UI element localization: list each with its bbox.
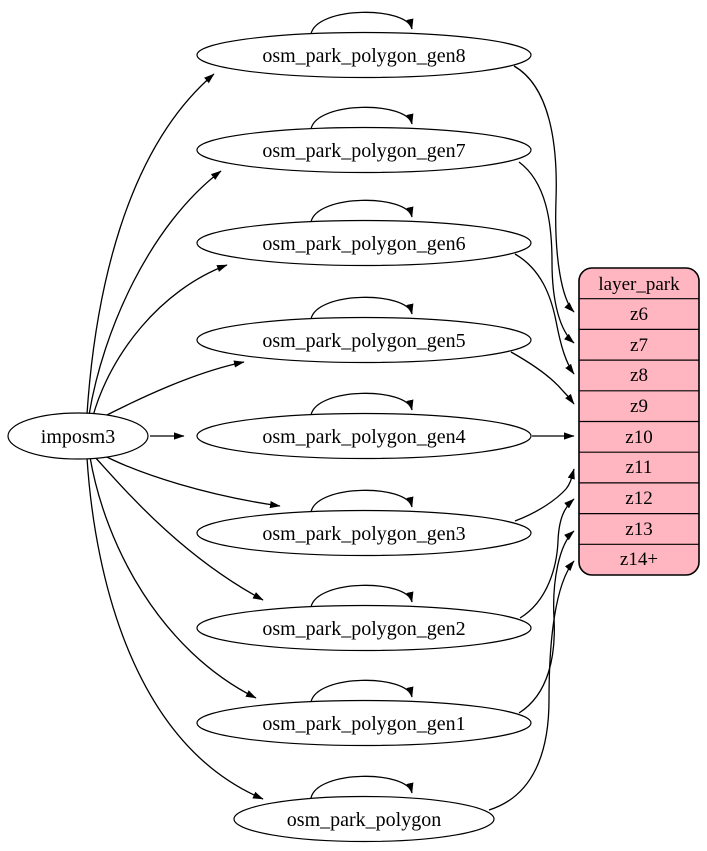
gen4-label: osm_park_polygon_gen4 [262,426,465,448]
edge-imposm3-to-gen7 [88,170,222,416]
edge-gen8-to-z6 [513,65,575,313]
self-loop-gen7 [310,106,414,130]
layer-row-label-z9: z9 [630,396,648,417]
edge-imposm3-to-gen3 [98,452,281,509]
edges-to-layer-rows [488,65,575,811]
gen4-ellipse [196,412,532,460]
self-loop-gen6 [310,199,414,223]
gen8-ellipse [196,31,532,79]
self-loop-edges [310,11,414,799]
edges-imposm3-fan [86,73,281,800]
self-loop-gen8 [310,11,414,35]
node-osm-park-polygon-gen1: osm_park_polygon_gen1 [196,699,532,747]
gen7-ellipse [196,126,532,174]
edge-gen5-to-z9 [510,351,575,405]
node-osm-park-polygon-gen2: osm_park_polygon_gen2 [196,604,532,652]
layer-row-label-z12: z12 [625,488,652,509]
self-loop-gen2 [310,584,414,608]
gen8-label: osm_park_polygon_gen8 [262,45,465,67]
edge-gen1-to-z13 [518,530,575,714]
gen3-label: osm_park_polygon_gen3 [262,523,465,545]
node-osm-park-polygon: osm_park_polygon [233,795,495,843]
edge-gen2-to-z12 [519,498,575,619]
layer-row-label-z13: z13 [625,519,652,540]
edge-polygon-to-z14 [488,560,575,811]
node-osm-park-polygon-gen3: osm_park_polygon_gen3 [196,509,532,557]
self-loop-gen4 [310,392,414,416]
polygon-label: osm_park_polygon [287,809,441,831]
self-loop-polygon [310,775,414,799]
polygon-ellipse [233,795,495,843]
layer-row-label-z6: z6 [630,304,648,325]
edge-gen6-to-z8 [514,253,575,375]
layer-row-label-z7: z7 [630,335,648,356]
node-osm-park-polygon-gen6: osm_park_polygon_gen6 [196,219,532,267]
edge-imposm3-to-gen1 [89,456,257,699]
edge-imposm3-to-gen2 [93,455,264,601]
self-loop-gen1 [310,679,414,703]
edge-gen7-to-z7 [518,161,575,344]
gen1-label: osm_park_polygon_gen1 [262,713,465,735]
edge-imposm3-to-gen6 [92,264,228,417]
node-imposm3: imposm3 [7,412,149,460]
imposm3-ellipse [7,412,149,460]
node-osm-park-polygon-gen8: osm_park_polygon_gen8 [196,31,532,79]
layer-park-title: layer_park [598,274,680,295]
gen5-ellipse [196,316,532,364]
gen1-ellipse [196,699,532,747]
gen6-ellipse [196,219,532,267]
gen5-label: osm_park_polygon_gen5 [262,330,465,352]
edge-imposm3-to-polygon [86,457,264,800]
node-osm-park-polygon-gen4: osm_park_polygon_gen4 [196,412,532,460]
self-loop-gen3 [310,489,414,513]
layer-row-label-z14: z14+ [620,549,658,570]
self-loop-gen5 [310,296,414,320]
edge-gen3-to-z11 [514,468,575,522]
gen3-ellipse [196,509,532,557]
node-osm-park-polygon-gen7: osm_park_polygon_gen7 [196,126,532,174]
gen2-label: osm_park_polygon_gen2 [262,618,465,640]
imposm3-label: imposm3 [41,426,115,448]
layer-row-label-z10: z10 [625,427,652,448]
edge-imposm3-to-gen5 [98,360,245,420]
layer-row-label-z8: z8 [630,365,648,386]
layer-row-label-z11: z11 [626,457,653,478]
node-osm-park-polygon-gen5: osm_park_polygon_gen5 [196,316,532,364]
gen6-label: osm_park_polygon_gen6 [262,233,465,255]
node-layer-park: layer_park z6 z7 z8 z9 z10 z11 z12 z13 z… [578,267,700,576]
edge-imposm3-to-gen8 [86,73,215,415]
gen2-ellipse [196,604,532,652]
gen7-label: osm_park_polygon_gen7 [262,140,465,162]
